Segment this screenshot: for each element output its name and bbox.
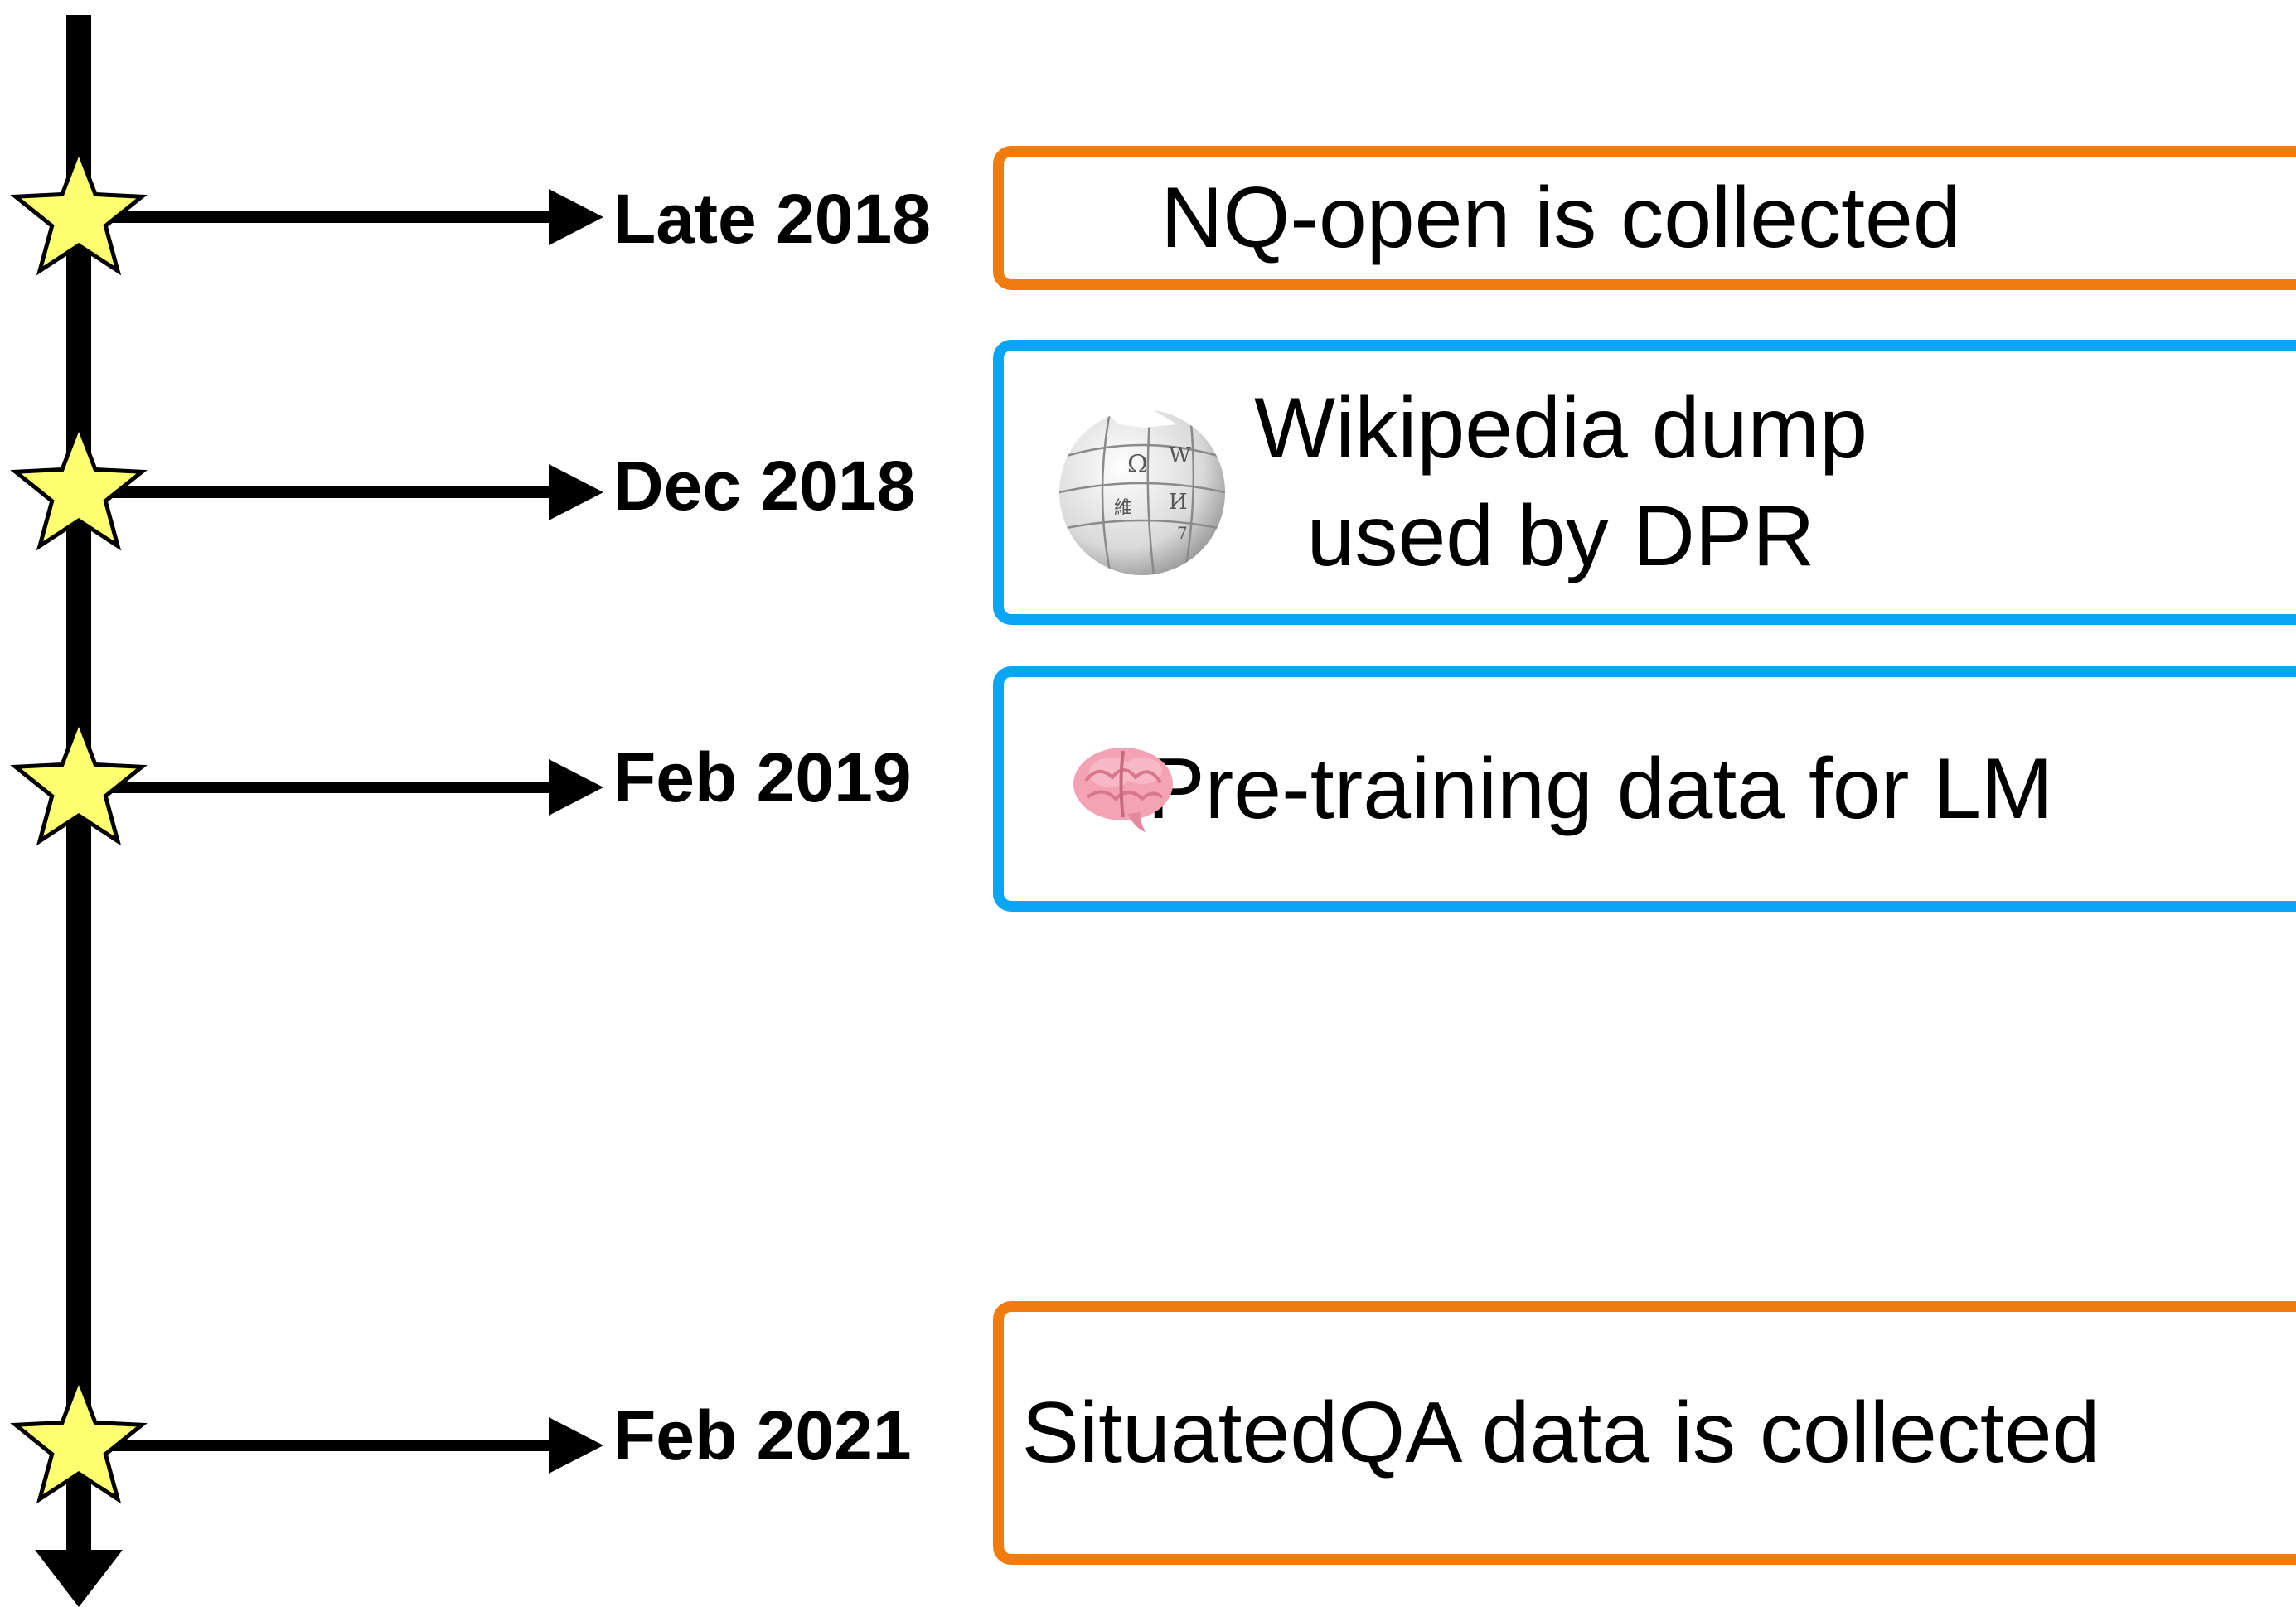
- event-text: Pre-training data for LM: [1147, 735, 2053, 843]
- star-icon: [10, 144, 148, 276]
- timeline-marker-0: [10, 144, 603, 276]
- event-date-label: Dec 2018: [613, 447, 916, 525]
- event-date-label: Late 2018: [613, 180, 931, 258]
- svg-text:Ω: Ω: [1127, 450, 1148, 479]
- star-icon: [10, 1372, 148, 1504]
- timeline-marker-2: [10, 714, 603, 846]
- wikipedia-globe-icon: Ω W И 維 7: [1053, 399, 1232, 578]
- event-box-situatedqa: SituatedQA data is collected: [993, 1301, 2296, 1565]
- event-text: NQ-open is collected: [1160, 164, 1960, 272]
- event-date-label: Feb 2021: [613, 1396, 912, 1474]
- star-icon: [10, 714, 148, 846]
- connector-arrowhead: [549, 1417, 603, 1474]
- event-box-wikipedia-dump: Wikipedia dump used by DPR: [993, 340, 2296, 625]
- timeline-axis-arrowhead: [35, 1550, 123, 1607]
- event-text-line: Wikipedia dump: [1254, 380, 1867, 477]
- svg-text:維: 維: [1114, 498, 1132, 519]
- event-text: Wikipedia dump used by DPR: [1254, 375, 1867, 590]
- event-box-nq-open: NQ-open is collected: [993, 146, 2296, 290]
- event-text-line: SituatedQA data is collected: [1021, 1385, 2100, 1481]
- event-text-line: used by DPR: [1306, 488, 1815, 584]
- connector-arrowhead: [549, 189, 603, 245]
- event-date-label: Feb 2019: [613, 738, 912, 816]
- connector-arrowhead: [549, 464, 603, 520]
- timeline-marker-3: [10, 1372, 603, 1504]
- svg-text:И: И: [1169, 490, 1188, 515]
- event-text-line: Pre-training data for LM: [1147, 741, 2053, 837]
- svg-text:7: 7: [1177, 523, 1188, 543]
- event-box-pretraining-data: Pre-training data for LM: [993, 666, 2296, 912]
- brain-icon: [1069, 739, 1177, 839]
- timeline-marker-1: [10, 419, 603, 551]
- star-icon: [10, 419, 148, 551]
- svg-text:W: W: [1169, 443, 1191, 468]
- event-text-line: NQ-open is collected: [1160, 170, 1961, 266]
- event-text: SituatedQA data is collected: [1022, 1379, 2100, 1487]
- connector-arrowhead: [549, 759, 603, 816]
